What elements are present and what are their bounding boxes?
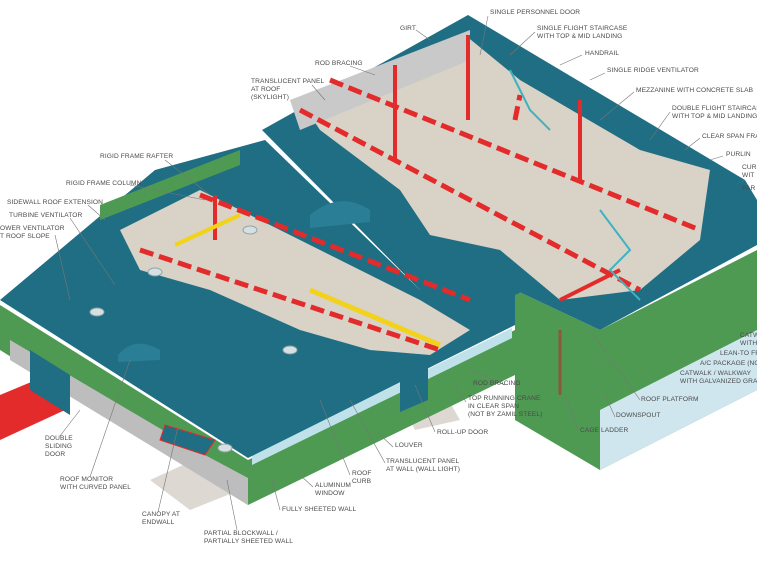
label-single-flight-staircase: SINGLE FLIGHT STAIRCASE WITH TOP & MID L… xyxy=(537,25,628,40)
label-roll-up-door: ROLL-UP DOOR xyxy=(437,429,489,436)
upper-wall-strip xyxy=(100,150,240,220)
label-single-ridge-ventilator: SINGLE RIDGE VENTILATOR xyxy=(607,67,699,74)
label-mezzanine: MEZZANINE WITH CONCRETE SLAB xyxy=(636,87,754,94)
label-translucent-panel-roof: TRANSLUCENT PANEL AT ROOF (SKYLIGHT) xyxy=(251,78,325,101)
label-handrail: HANDRAIL xyxy=(585,50,620,57)
label-double-sliding-door: DOUBLE SLIDING DOOR xyxy=(45,435,73,458)
label-roof-curb: ROOF CURB xyxy=(352,470,372,485)
label-rigid-frame-column: RIGID FRAME COLUMN xyxy=(66,180,142,187)
wall-panel-cutaway xyxy=(290,30,470,130)
roof-vents xyxy=(89,225,298,453)
label-catwalk-walkway: CATWALK / WALKWAY WITH GALVANIZED GRATIN xyxy=(680,370,757,385)
label-power-ventilator: OWER VENTILATOR T ROOF SLOPE xyxy=(0,225,65,240)
label-roof-monitor: ROOF MONITOR WITH CURVED PANEL xyxy=(60,476,132,491)
roof-monitor xyxy=(310,201,370,228)
sliding-door xyxy=(30,350,70,415)
label-aluminum-window: ALUMINUM WINDOW xyxy=(315,482,351,497)
rigid-columns xyxy=(213,35,621,302)
label-canopy-endwall: CANOPY AT ENDWALL xyxy=(142,511,181,526)
label-louver: LOUVER xyxy=(395,442,423,449)
label-rod-bracing-top: ROD BRACING xyxy=(315,60,363,67)
label-clear-span-frame: CLEAR SPAN FRAM xyxy=(702,133,757,140)
label-cage-ladder: CAGE LADDER xyxy=(580,427,629,434)
label-lean-to-frame: LEAN-TO FRA xyxy=(720,350,757,357)
label-par-partial: PAR xyxy=(742,185,756,192)
steel-frames xyxy=(139,77,701,353)
label-purlin: PURLIN xyxy=(726,151,751,158)
label-turbine-ventilator: TURBINE VENTILATOR xyxy=(9,212,83,219)
label-top-running-crane: TOP RUNNING CRANE IN CLEAR SPAN (NOT BY … xyxy=(468,395,543,418)
interior-cutaway xyxy=(300,35,710,300)
label-girt: GIRT xyxy=(400,25,417,32)
left-wall-side xyxy=(248,330,515,505)
label-fully-sheeted-wall: FULLY SHEETED WALL xyxy=(282,506,357,513)
label-sidewall-roof-extension: SIDEWALL ROOF EXTENSION xyxy=(7,199,103,206)
label-rod-bracing-bottom: ROD BRACING xyxy=(473,380,521,387)
label-translucent-panel-wall: TRANSLUCENT PANEL AT WALL (WALL LIGHT) xyxy=(386,458,461,473)
leanto-wall-light xyxy=(600,330,757,470)
label-double-flight-staircase: DOUBLE FLIGHT STAIRCASE WITH TOP & MID L… xyxy=(672,105,757,120)
label-single-personnel-door: SINGLE PERSONNEL DOOR xyxy=(490,9,581,16)
label-rigid-frame-rafter: RIGID FRAME RAFTER xyxy=(100,153,174,160)
label-ac-package: A/C PACKAGE (NOT xyxy=(700,360,757,367)
roof-monitor xyxy=(118,343,160,362)
label-roof-platform: ROOF PLATFORM xyxy=(641,396,699,403)
canopy xyxy=(159,424,216,456)
leanto-wall xyxy=(515,290,600,470)
roll-up-door xyxy=(400,366,428,412)
crane-beam xyxy=(309,287,441,348)
label-partial-blockwall: PARTIAL BLOCKWALL / PARTIALLY SHEETED WA… xyxy=(204,530,294,545)
staircases xyxy=(509,69,641,301)
crane-beam xyxy=(174,213,241,247)
label-curved-partial: CUR WIT xyxy=(742,164,757,179)
label-downspout: DOWNSPOUT xyxy=(616,412,661,419)
label-catwalk-partial: CATW WITH xyxy=(740,332,757,347)
wall-light-strip xyxy=(252,328,512,465)
leader-lines xyxy=(54,15,724,531)
